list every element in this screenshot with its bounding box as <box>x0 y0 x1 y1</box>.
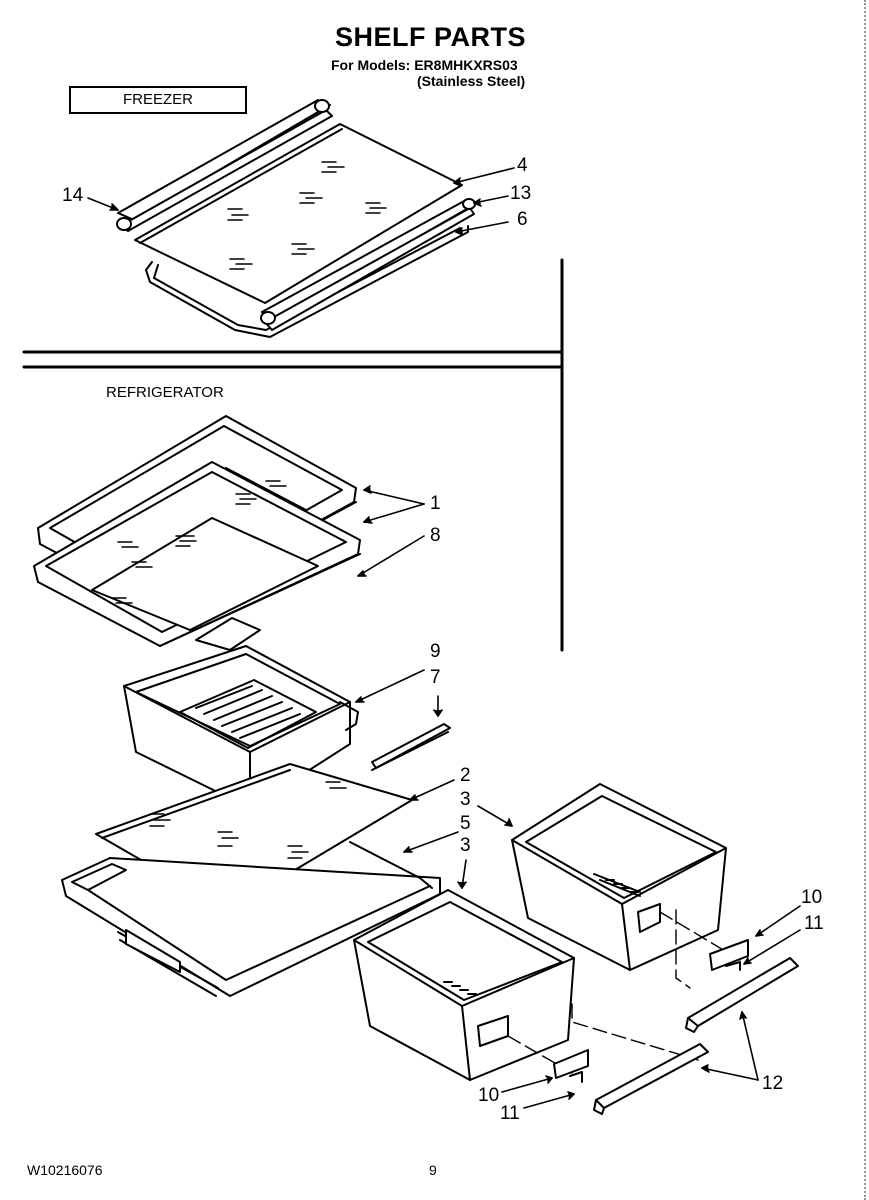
drawer-slides <box>593 957 799 1115</box>
page-title: SHELF PARTS <box>334 22 526 52</box>
callout-11-left: 11 <box>500 1103 520 1124</box>
callout-6: 6 <box>517 209 528 230</box>
freezer-glass-shelf <box>134 123 463 304</box>
document-number: W10216076 <box>27 1162 103 1178</box>
refrigerator-section-label: REFRIGERATOR <box>106 384 224 401</box>
section-dividers <box>22 258 564 652</box>
freezer-section-label: FREEZER <box>69 86 247 114</box>
callout-1: 1 <box>430 493 441 514</box>
callout-10-left: 10 <box>478 1085 500 1106</box>
refrigerator-shelf-lower <box>33 461 361 651</box>
freezer-leader-lines <box>87 167 515 236</box>
callout-14: 14 <box>62 185 84 206</box>
crisper-drawer-left <box>353 889 575 1081</box>
shelf-glass-marks <box>111 480 287 604</box>
finish-line: (Stainless Steel) <box>417 73 526 89</box>
callout-11-right: 11 <box>804 913 824 934</box>
callout-3-upper: 3 <box>460 789 471 810</box>
model-subtitle: For Models: ER8MHKXRS03 (Stainless Steel… <box>331 57 525 89</box>
models-line: For Models: ER8MHKXRS03 <box>331 57 518 73</box>
drawer-trim-strip <box>371 723 451 771</box>
lower-glass-marks <box>149 781 347 859</box>
callout-3-lower: 3 <box>460 835 471 856</box>
callout-5: 5 <box>460 813 471 834</box>
callout-8: 8 <box>430 525 441 546</box>
freezer-rear-trim <box>116 99 333 232</box>
crisper-drawer-right <box>511 783 727 971</box>
callout-12: 12 <box>762 1073 784 1094</box>
callout-7: 7 <box>430 667 441 688</box>
drawer-clips <box>553 939 749 1083</box>
refrigerator-leader-lines <box>355 485 801 1109</box>
freezer-front-trim <box>260 198 476 331</box>
callout-13: 13 <box>510 183 532 204</box>
callout-4: 4 <box>517 155 528 176</box>
callout-9: 9 <box>430 641 441 662</box>
freezer-glass-marks <box>227 161 387 270</box>
crisper-cover-frame <box>61 841 441 997</box>
page-number: 9 <box>429 1162 437 1178</box>
callout-10-right: 10 <box>801 887 823 908</box>
page-edge <box>864 0 868 1200</box>
callout-2: 2 <box>460 765 471 786</box>
